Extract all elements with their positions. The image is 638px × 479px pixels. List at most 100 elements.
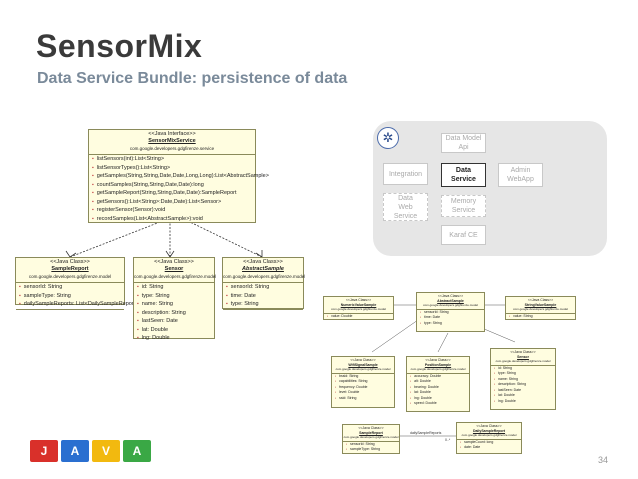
slide-subtitle: Data Service Bundle: persistence of data: [37, 70, 348, 87]
field: time: Date: [223, 292, 303, 301]
field: capabilities: String: [332, 379, 394, 385]
method: getSampleReport(String,String,Date,Date)…: [89, 189, 255, 198]
field: accuracy: Double: [407, 374, 469, 380]
class-sensor: <<Java Class>> Sensor com.google.develop…: [133, 257, 217, 341]
package: com.google.developers.gdgfirenze.model: [134, 274, 217, 279]
stereotype: <<Java Class>>: [510, 350, 536, 354]
stereotype: <<Java Class>>: [437, 294, 464, 298]
class-name: SampleReport: [359, 430, 383, 435]
logo-tile: A: [61, 440, 89, 462]
page-number: 34: [598, 455, 609, 465]
field: time: Date: [417, 315, 484, 321]
methods-list: listSensors(int):List<String> listSensor…: [89, 155, 269, 224]
fields-list: sensorId: String time: Date type: String: [417, 310, 484, 327]
class-name: Sensor: [517, 354, 529, 359]
field: id: String: [134, 283, 214, 292]
field: id: String: [491, 366, 555, 372]
field: value: String: [506, 314, 575, 320]
field: name: String: [491, 377, 555, 383]
field: description: String: [134, 309, 214, 318]
package: com.google.developers.gdgfirenze.model: [335, 367, 391, 371]
methods-empty: [223, 310, 303, 315]
field: ssid: String: [332, 396, 394, 402]
class-name: PositionSample: [424, 362, 452, 367]
fields-list: sensorId: String sampleType: String: [343, 442, 399, 453]
field: sampleCount: long: [457, 440, 521, 446]
class-name: AbstractSample: [242, 266, 284, 272]
stereotype: <<Java Interface>>: [148, 131, 196, 137]
method: recordSamples(List<AbstractSample>):void: [89, 215, 255, 224]
arch-box-data-model-api: Data Model Api: [441, 133, 486, 153]
package: com.google.developers.gdgfirenze.model: [343, 435, 399, 439]
java-logo: J A V A: [30, 440, 151, 464]
stereotype: <<Java Class>>: [154, 259, 194, 265]
class-abstractsample: <<Java Class>> AbstractSample com.google…: [222, 257, 306, 310]
method: getSamples(String,String,Date,Date,Long,…: [89, 172, 269, 181]
logo-tile: J: [30, 440, 58, 462]
class-name: Sensor: [164, 266, 184, 272]
stereotype: <<Java Class>>: [345, 298, 372, 302]
field: lastSeen: Date: [491, 388, 555, 394]
logo-tile: V: [92, 440, 120, 462]
field: bssid: String: [332, 374, 394, 380]
fields-list: value: Double: [324, 314, 393, 320]
field: sensorId: String: [16, 283, 124, 292]
interface-name: SensorMixService: [148, 138, 196, 144]
fields-list: value: String: [506, 314, 575, 320]
package: com.google.developers.gdgfirenze.model: [513, 307, 568, 311]
fields-list: sensorId: String sampleType: String dail…: [16, 283, 138, 310]
field: lat: Double: [491, 393, 555, 399]
fields-list: id: String type: String name: String des…: [491, 366, 555, 405]
field: sensorId: String: [223, 283, 303, 292]
interface-sensormixservice: <<Java Interface>> SensorMixService com.…: [88, 129, 269, 224]
assoc-multiplicity: 0..*: [445, 438, 451, 442]
field: lastSeen: Date: [134, 317, 214, 326]
class-name: DailySampleReport: [472, 428, 506, 433]
method: countSamples(String,String,Date,Date):lo…: [89, 181, 255, 190]
stereotype: <<Java Class>>: [50, 259, 90, 265]
field: name: String: [134, 300, 214, 309]
stereotype: <<Java Class>>: [476, 424, 502, 428]
fields-list: sensorId: String time: Date type: String: [223, 283, 303, 310]
field: lng: Double: [491, 399, 555, 405]
method: getSensors():List<String>:Date,Date):Lis…: [89, 198, 255, 207]
arch-box-integration: Integration: [383, 163, 428, 185]
package: com.google.developers.gdgfirenze.model: [223, 274, 306, 279]
arch-box-data-web-service: Data Web Service: [383, 193, 428, 221]
field: level: Double: [332, 390, 394, 396]
field: lat: Double: [134, 326, 214, 335]
package: com.google.developers.gdgfirenze.model: [423, 303, 478, 307]
arch-box-data-service: Data Service: [441, 163, 486, 187]
field: frequency: Double: [332, 385, 394, 391]
field: sampleType: String: [343, 447, 399, 453]
slide-title: SensorMix: [36, 28, 203, 64]
arch-box-memory-service: Memory Service: [441, 195, 486, 217]
field: date: Date: [457, 445, 521, 451]
stereotype: <<Java Class>>: [425, 358, 451, 362]
class-name: WifiSignalSample: [348, 362, 378, 367]
field: description: String: [491, 382, 555, 388]
field: sampleType: String: [16, 292, 124, 301]
fields-list: accuracy: Double alt: Double bearing: Do…: [407, 374, 469, 407]
field: type: String: [223, 300, 303, 309]
class-samplereport: <<Java Class>> SampleReport com.google.d…: [15, 257, 138, 310]
assoc-label: dailySampleReports: [410, 431, 442, 435]
field: sensorId: String: [417, 310, 484, 316]
fields-list: id: String type: String name: String des…: [134, 283, 214, 343]
field: lat: Double: [407, 390, 469, 396]
field: lng: Double: [134, 334, 214, 343]
stereotype: <<Java Class>>: [350, 358, 376, 362]
fields-list: sampleCount: long date: Date: [457, 440, 521, 451]
stereotype: <<Java Class>>: [243, 259, 283, 265]
class-name: NumericValueSample: [340, 302, 377, 307]
method: listSensorTypes():List<String>: [89, 164, 255, 173]
field: bearing: Double: [407, 385, 469, 391]
